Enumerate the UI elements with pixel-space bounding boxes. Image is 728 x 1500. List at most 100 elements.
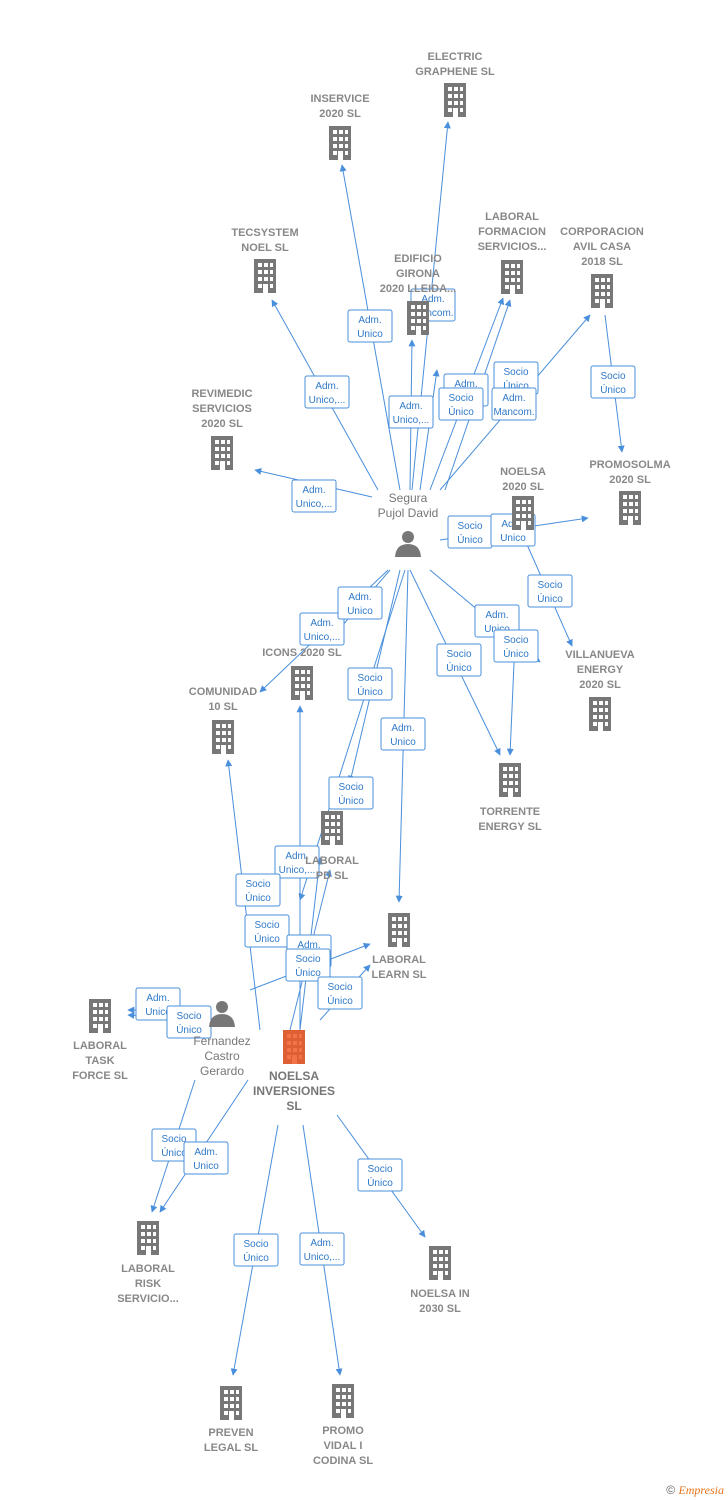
edge-label-text: Único: [338, 794, 364, 807]
node-laboralformacion[interactable]: LABORALFORMACIONSERVICIOS...: [478, 211, 547, 294]
edge-label-box[interactable]: Adm.Unico,...: [291, 479, 337, 513]
node-label: GRAPHENE SL: [415, 66, 495, 78]
edge-label-box[interactable]: Adm.Unico,...: [299, 1232, 345, 1266]
edge-label-box[interactable]: Adm.Unico,...: [304, 375, 350, 409]
node-label: SERVICIOS...: [478, 241, 547, 253]
node-label: LABORAL: [121, 1263, 175, 1275]
edge-label-text: Adm.: [315, 381, 338, 392]
node-label: RISK: [135, 1278, 161, 1290]
node-label: TORRENTE: [480, 806, 540, 818]
node-laboralrisk[interactable]: LABORAL RISK SERVICIO...: [117, 1221, 179, 1305]
building-icon: [619, 491, 641, 525]
node-label: LABORAL: [485, 211, 539, 223]
edge-label-box[interactable]: Adm.Unico: [183, 1141, 229, 1175]
edge-label-text: Único: [457, 533, 483, 546]
edge-label-text: Único: [327, 994, 353, 1007]
node-icons[interactable]: ICONS 2020 SL: [262, 647, 342, 700]
building-icon: [89, 999, 111, 1033]
building-icon: [137, 1221, 159, 1255]
building-icon: [291, 666, 313, 700]
edge-label-box[interactable]: Adm.Mancom.: [491, 387, 537, 421]
node-label: LEGAL SL: [204, 1442, 258, 1454]
edge-label-text: Socio: [243, 1239, 268, 1250]
edge-label-text: Adm.: [297, 940, 320, 951]
node-label: ENERGY SL: [478, 821, 542, 833]
node-label: ICONS 2020 SL: [262, 647, 342, 659]
edge-label-text: Unico: [193, 1161, 219, 1172]
edge-label-text: Socio: [295, 954, 320, 965]
node-label: 2020 SL: [579, 679, 621, 691]
node-label: 2020 SL: [502, 481, 544, 493]
edge-label-text: Adm.: [358, 315, 381, 326]
edge-label-text: Adm.: [146, 993, 169, 1004]
node-label: SERVICIO...: [117, 1293, 179, 1305]
node-label: FORCE SL: [72, 1070, 128, 1082]
node-label: INSERVICE: [310, 93, 369, 105]
brand-logo[interactable]: Empresia: [678, 1483, 724, 1497]
edge-label-box[interactable]: Adm.Unico,...: [299, 612, 345, 646]
building-icon: [589, 697, 611, 731]
edge-label-text: Unico,...: [279, 865, 316, 876]
node-promosolma[interactable]: PROMOSOLMA 2020 SL: [589, 459, 671, 525]
node-label: COMUNIDAD: [189, 686, 257, 698]
building-icon: [329, 126, 351, 160]
edge-label-text: Adm.: [348, 592, 371, 603]
node-label: 2020 SL: [609, 474, 651, 486]
node-label: PROMOSOLMA: [589, 459, 670, 471]
building-icon: [388, 913, 410, 947]
edge-label-box[interactable]: Adm.Unico: [380, 717, 426, 751]
node-label: SERVICIOS: [192, 403, 252, 415]
edge-label-text: Único: [357, 685, 383, 698]
node-label: REVIMEDIC: [191, 388, 252, 400]
building-icon: [211, 436, 233, 470]
edge-label-box[interactable]: Adm.Unico,...: [274, 845, 320, 879]
edge-label-text: Adm.: [310, 1238, 333, 1249]
node-label: 2020 SL: [201, 418, 243, 430]
edge-label-box[interactable]: Adm. Unico: [347, 309, 393, 343]
node-revimedic[interactable]: REVIMEDIC SERVICIOS 2020 SL: [191, 388, 253, 470]
building-icon: [501, 260, 523, 294]
edge-label-text: Unico,...: [393, 415, 430, 426]
edge-label-box[interactable]: Adm.Unico,...: [388, 395, 434, 429]
edge-label-text: Único: [176, 1023, 202, 1036]
node-torrente[interactable]: TORRENTE ENERGY SL: [478, 763, 542, 833]
edge-label-box[interactable]: Adm.Unico: [337, 586, 383, 620]
building-icon: [407, 301, 429, 335]
edge-label-text: Unico,...: [304, 632, 341, 643]
node-label: NOELSA IN: [410, 1288, 470, 1300]
edge-label-text: Unico: [357, 329, 383, 340]
